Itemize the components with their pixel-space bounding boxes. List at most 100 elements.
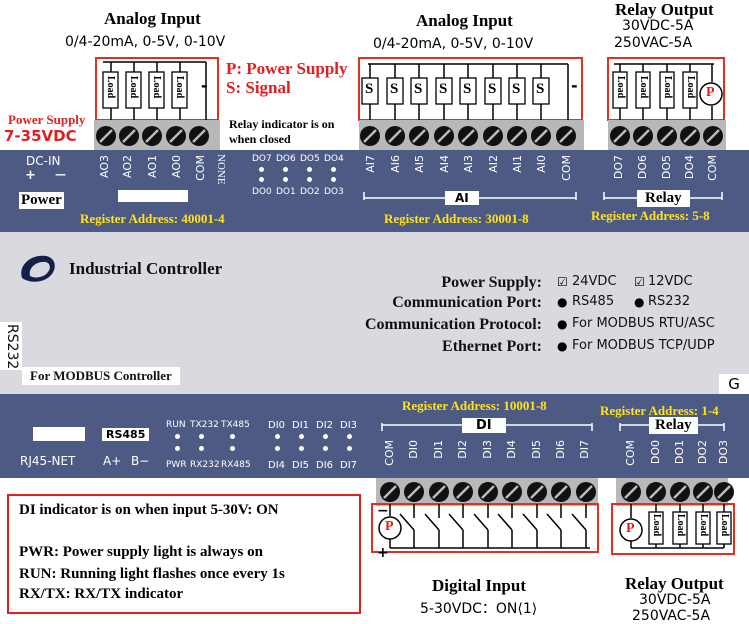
ai-terminal-label: AI7 (364, 155, 377, 173)
led-indicator (307, 167, 312, 172)
relay-terminal-label: COM (624, 440, 637, 466)
di-led-label: DI1 (292, 420, 310, 431)
minus-label: — (55, 168, 66, 181)
led-indicator (323, 434, 328, 439)
led-indicator (299, 446, 304, 451)
switch-contact (424, 513, 440, 531)
modbus-controller-label: For MODBUS Controller (22, 367, 180, 385)
status-led-label: RUN (166, 420, 186, 430)
rs485-label: RS485 (102, 428, 150, 441)
register-ai: Register Address: 30001-8 (384, 211, 529, 226)
power-supply-label: Power Supply (8, 112, 86, 127)
switch-contact (522, 513, 538, 531)
a-plus-label: A+ (103, 454, 122, 468)
note-rxtx: RX/TX: RX/TX indicator (19, 586, 184, 602)
signal-label: S (463, 81, 472, 97)
relay-output-bottom-spec2: 250VAC-5A (632, 608, 711, 624)
ai-terminal-label: AI5 (413, 155, 426, 173)
plus-label: + (25, 168, 36, 183)
register-ao: Register Address: 40001-4 (80, 211, 225, 226)
ao-terminal-label: NONE (215, 154, 227, 185)
radio-icon: ● (634, 295, 645, 309)
ai-terminal-label: AI6 (389, 155, 402, 173)
status-led-label: TX232 (190, 420, 219, 430)
led-indicator (283, 177, 288, 182)
checkbox-icon: ☑ (634, 275, 645, 289)
status-led-label: RX485 (221, 460, 251, 470)
signal-label: S (536, 81, 545, 97)
relay-output-bottom-title: Relay Output (625, 574, 724, 593)
led-indicator (275, 446, 280, 451)
di-terminal-label: DI7 (578, 440, 591, 459)
switch-contact (399, 513, 415, 531)
signal-label: S (439, 81, 448, 97)
di-terminal-label: DI6 (554, 440, 567, 459)
relay-output-top-spec2: 250VAC-5A (614, 35, 693, 51)
load-label: Load (174, 76, 185, 99)
spec-option: RS232 (648, 294, 691, 309)
di-terminal-label: COM (383, 440, 396, 466)
signal-label: S (390, 81, 399, 97)
do-led-label: DO4 (324, 154, 344, 164)
spec-option: For MODBUS TCP/UDP (572, 338, 715, 353)
do-led-label: DO3 (324, 187, 344, 197)
status-led-label: RX232 (190, 460, 220, 470)
relay-label-low: Relay (649, 417, 698, 434)
ground-label: G (719, 374, 749, 394)
di-label: DI (462, 418, 506, 433)
relay-note-2: when closed (229, 132, 291, 146)
led-indicator (323, 446, 328, 451)
led-indicator (331, 177, 336, 182)
led-indicator (331, 167, 336, 172)
minus-label: - (201, 76, 208, 95)
minus-label: - (571, 76, 578, 95)
spec-row-label: Power Supply: (441, 274, 542, 291)
legend-signal: S: Signal (226, 78, 291, 97)
di-plus-label: + (377, 545, 389, 561)
di-p-label: P (385, 519, 394, 534)
ai-terminal-label: AI4 (438, 155, 451, 173)
relay-output-top-title: Relay Output (615, 0, 714, 19)
relay-terminal-label: DO3 (717, 440, 730, 465)
led-indicator (259, 177, 264, 182)
relay-terminal-label: DO2 (696, 440, 709, 465)
di-terminal-label: DI1 (432, 440, 445, 459)
led-indicator (347, 434, 352, 439)
ai-terminal-label: AI0 (535, 155, 548, 173)
switch-contact (546, 513, 562, 531)
load-label: Load (615, 76, 626, 99)
ao-terminal-label: AO1 (146, 155, 159, 178)
led-indicator (199, 434, 204, 439)
switch-contact (497, 513, 513, 531)
spec-row-label: Communication Port: (392, 294, 542, 311)
spec-option: 12VDC (648, 274, 693, 289)
top-wiring-diagram (94, 57, 726, 150)
ai-terminal-label: AI1 (511, 155, 524, 173)
register-relay-up: Register Address: 5-8 (591, 208, 710, 223)
spec-row-label: Communication Protocol: (364, 316, 542, 333)
led-indicator (275, 434, 280, 439)
spec-row-label: Ethernet Port: (442, 338, 542, 355)
rj45-label: RJ45-NET (20, 454, 76, 468)
ao-label-box (118, 190, 188, 202)
relay-p-label: P (626, 521, 635, 536)
led-indicator (175, 446, 180, 451)
note-di: DI indicator is on when input 5-30V: ON (19, 502, 279, 518)
signal-label: S (414, 81, 423, 97)
led-indicator (199, 446, 204, 451)
do-led-label: DO5 (300, 154, 320, 164)
led-indicator (175, 434, 180, 439)
status-led-label: TX485 (221, 420, 250, 430)
ao-terminal-label: COM (194, 155, 207, 181)
di-terminal-label: DI3 (481, 440, 494, 459)
do-led-label: DO0 (252, 187, 272, 197)
switch-contact (473, 513, 489, 531)
do-led-label: DO1 (276, 187, 296, 197)
di-terminal-label: DI4 (505, 440, 518, 459)
ai-terminal-label: COM (560, 155, 573, 181)
led-indicator (307, 177, 312, 182)
rj45-port[interactable] (33, 427, 85, 441)
indicator-notes-box: DI indicator is on when input 5-30V: ON … (7, 494, 361, 614)
b-minus-label: B− (131, 454, 150, 468)
di-terminal-label: DI0 (407, 440, 420, 459)
